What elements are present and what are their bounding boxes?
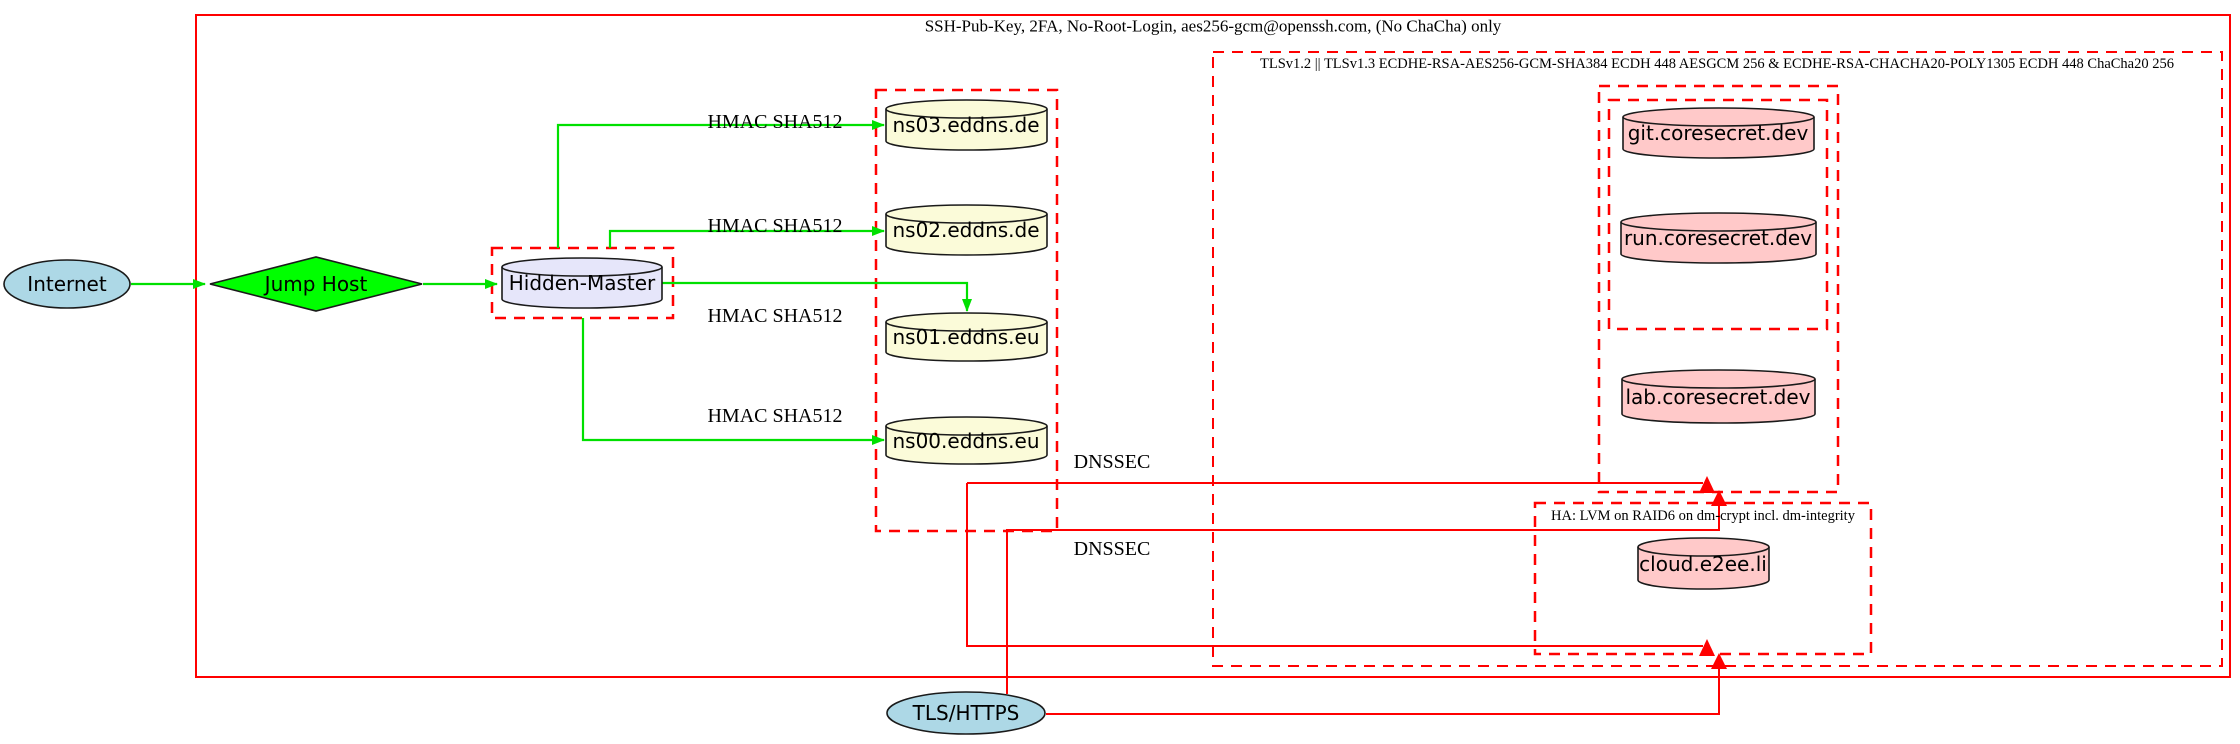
cluster-ssh-box <box>195 14 2231 678</box>
arrowhead-tlshttps-coresecret <box>1711 490 1727 506</box>
cluster-tls-label: TLSv1.2 || TLSv1.3 ECDHE-RSA-AES256-GCM-… <box>1260 56 2174 73</box>
edge-label-hmac-ns01: HMAC SHA512 <box>707 305 843 327</box>
edge-tlshttps-to-coresecret <box>1006 505 1720 694</box>
edge-tlshttps-to-ha <box>1046 668 1720 715</box>
node-tls-https-label: TLS/HTTPS <box>912 701 1020 725</box>
arrowhead-dnssec-ha <box>1699 639 1715 656</box>
edge-label-hmac-ns00: HMAC SHA512 <box>707 405 843 427</box>
node-cloud <box>1637 537 1770 590</box>
node-run-label: run.coresecret.dev <box>1623 226 1813 250</box>
node-git-label: git.coresecret.dev <box>1627 121 1809 145</box>
cluster-ssh-label: SSH-Pub-Key, 2FA, No-Root-Login, aes256-… <box>924 16 1502 36</box>
node-ns02-label: ns02.eddns.de <box>892 218 1040 242</box>
edge-label-hmac-ns02: HMAC SHA512 <box>707 215 843 237</box>
cluster-tls-box <box>1212 51 2223 667</box>
edge-dnssec-to-ha <box>966 483 1703 647</box>
node-hidden-master-label: Hidden-Master <box>508 271 656 295</box>
node-internet-label: Internet <box>27 272 107 296</box>
arrowhead-tlshttps-ha <box>1711 653 1727 669</box>
edge-label-dnssec-top: DNSSEC <box>1073 451 1151 473</box>
edge-label-hmac-ns03: HMAC SHA512 <box>707 111 843 133</box>
node-ns02 <box>885 204 1048 256</box>
edge-hiddenmaster-to-ns03 <box>556 120 885 248</box>
edge-hiddenmaster-to-ns01 <box>662 281 972 312</box>
node-git <box>1622 107 1815 159</box>
node-run <box>1620 212 1817 264</box>
cluster-coresecret-inner-box <box>1607 98 1829 331</box>
node-ns00-label: ns00.eddns.eu <box>892 429 1040 453</box>
node-lab <box>1621 369 1816 424</box>
node-ns00 <box>885 416 1048 465</box>
node-jump-host-label: Jump Host <box>264 272 368 296</box>
node-ns01-label: ns01.eddns.eu <box>892 325 1040 349</box>
edge-hiddenmaster-to-ns00 <box>581 318 885 445</box>
arrowhead-dnssec-coresecret <box>1699 476 1715 493</box>
node-jump-host <box>209 256 423 312</box>
node-internet <box>3 259 131 309</box>
node-hidden-master <box>501 257 663 309</box>
node-lab-label: lab.coresecret.dev <box>1625 385 1811 409</box>
edge-hiddenmaster-to-ns02 <box>608 226 885 248</box>
node-ns03-label: ns03.eddns.de <box>892 113 1040 137</box>
cluster-ha-label: HA: LVM on RAID6 on dm-crypt incl. dm-in… <box>1551 508 1855 525</box>
edge-label-dnssec-bottom: DNSSEC <box>1073 538 1151 560</box>
node-ns01 <box>885 312 1048 362</box>
node-tls-https <box>886 691 1046 735</box>
node-ns03 <box>885 99 1048 151</box>
node-cloud-label: cloud.e2ee.li <box>1639 552 1767 576</box>
